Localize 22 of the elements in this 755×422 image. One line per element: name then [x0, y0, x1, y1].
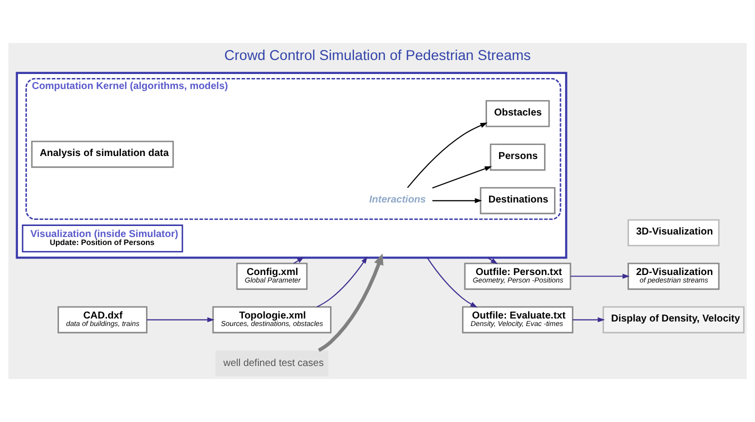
arrow [407, 122, 488, 188]
arrow [432, 198, 482, 204]
arrow [426, 257, 478, 308]
node-box: well defined test cases [216, 350, 328, 376]
arrow [487, 257, 498, 264]
arrow [318, 254, 384, 352]
node-box: Analysis of simulation data [31, 140, 174, 168]
arrow [572, 317, 605, 322]
node-text: Interactions [369, 194, 426, 206]
node-box: 3D-Visualization [628, 219, 720, 246]
arrow [570, 274, 630, 279]
arrow [432, 166, 492, 188]
node-box: Display of Density, Velocity [602, 306, 745, 334]
arrow [316, 256, 368, 308]
arrow [146, 317, 214, 322]
cluster [16, 72, 568, 259]
node-box: Persons [490, 144, 546, 171]
node-box: Destinations [480, 187, 556, 214]
arrow [294, 256, 304, 264]
diagram-title: Crowd Control Simulation of Pedestrian Streams [224, 48, 531, 64]
node-box: Obstacles [486, 100, 550, 128]
node-box: Visualization (inside Simulator) Update: Position of Persons [22, 224, 184, 252]
